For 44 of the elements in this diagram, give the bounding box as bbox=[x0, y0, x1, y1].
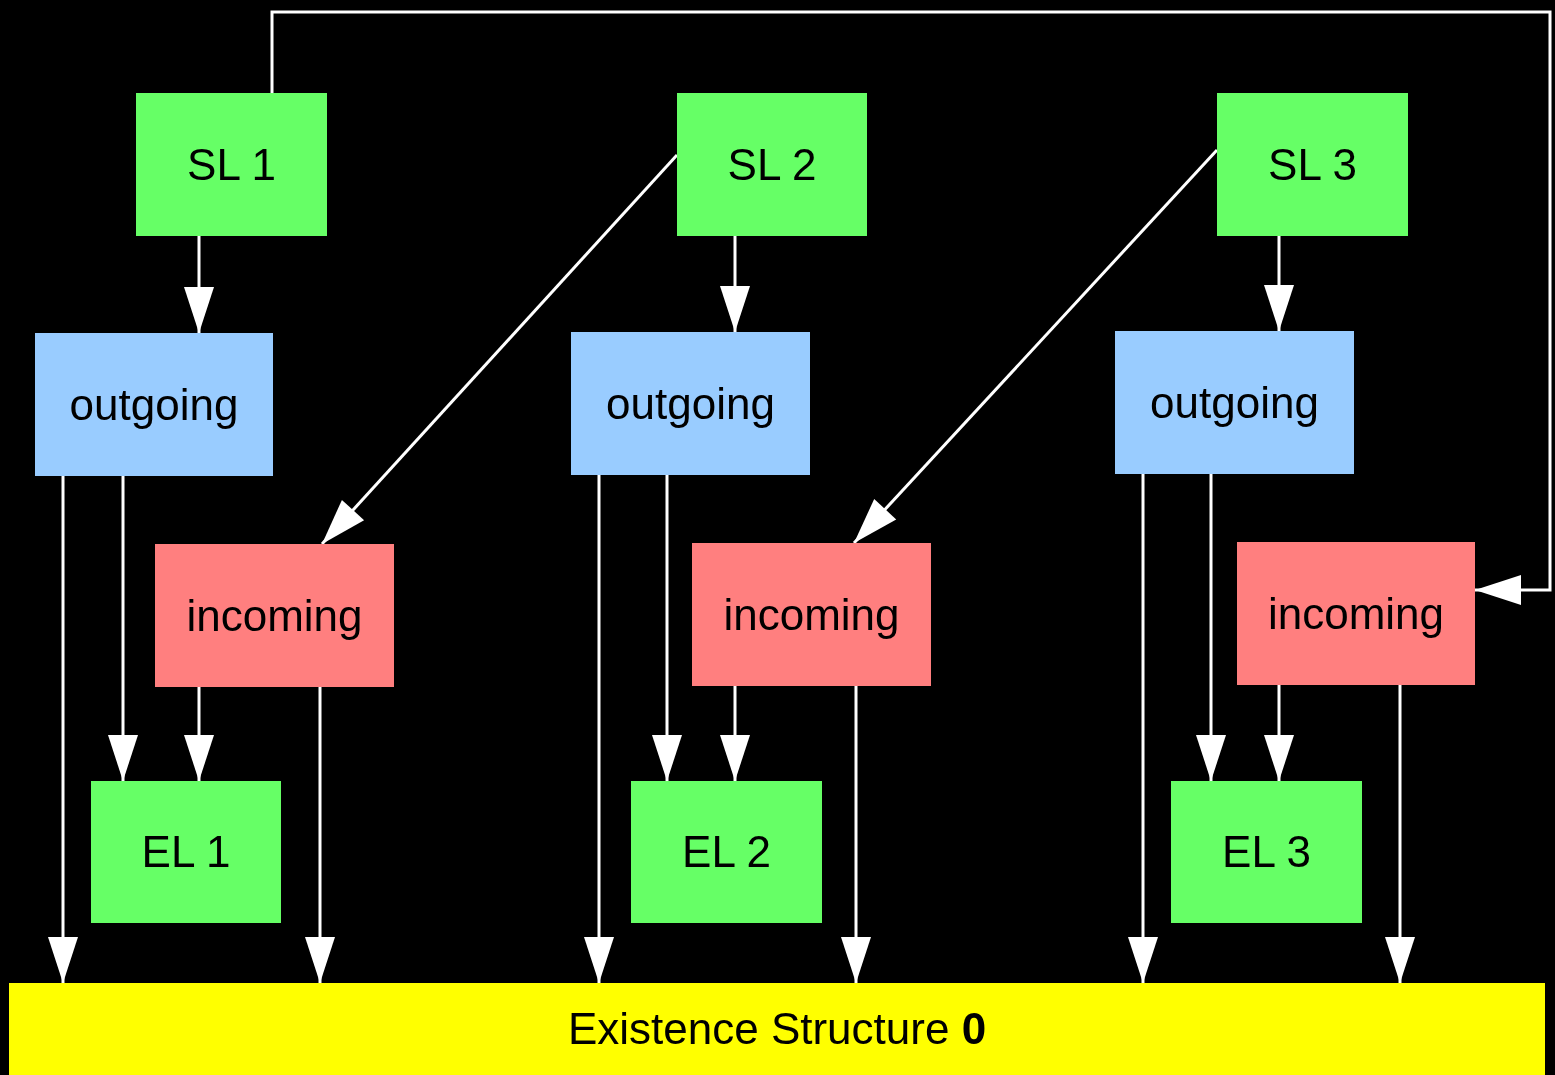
node-label: outgoing bbox=[1150, 377, 1319, 428]
arrow bbox=[305, 687, 335, 983]
incoming-box bbox=[155, 544, 394, 687]
outgoing-box bbox=[571, 332, 810, 475]
sl-box bbox=[1217, 93, 1408, 236]
arrow bbox=[108, 476, 138, 781]
node-label: EL 1 bbox=[141, 827, 231, 877]
arrow bbox=[1196, 474, 1226, 781]
node-label: incoming bbox=[1267, 588, 1445, 639]
incoming-box bbox=[692, 543, 931, 686]
arrow bbox=[270, 10, 1552, 605]
arrow bbox=[184, 236, 214, 333]
el-box bbox=[91, 781, 281, 923]
arrow bbox=[1128, 474, 1158, 983]
arrow bbox=[320, 154, 679, 545]
arrow bbox=[184, 687, 214, 781]
node-label: EL 3 bbox=[1222, 827, 1311, 877]
node-label: SL 2 bbox=[727, 139, 817, 190]
node-label: EL 2 bbox=[682, 827, 771, 877]
sl-box bbox=[677, 93, 867, 236]
arrow bbox=[720, 686, 750, 781]
node-label: SL 1 bbox=[187, 139, 276, 190]
node-label: incoming bbox=[723, 589, 900, 640]
arrow bbox=[584, 475, 614, 983]
incoming-box bbox=[1237, 542, 1475, 685]
arrow bbox=[1385, 685, 1415, 983]
node-label: Existence Structure 0 bbox=[567, 1004, 987, 1054]
arrow bbox=[841, 686, 871, 983]
arrow bbox=[852, 149, 1219, 544]
arrow bbox=[48, 476, 78, 983]
el-box bbox=[1171, 781, 1362, 923]
el-box bbox=[631, 781, 822, 923]
node-label: outgoing bbox=[606, 378, 775, 429]
outgoing-box bbox=[1115, 331, 1354, 474]
sl-box bbox=[136, 93, 327, 236]
node-label: SL 3 bbox=[1268, 139, 1357, 190]
node-label: outgoing bbox=[69, 379, 239, 430]
arrow bbox=[720, 236, 750, 332]
arrow bbox=[652, 475, 682, 781]
arrow bbox=[1264, 685, 1294, 781]
node-label: incoming bbox=[186, 590, 363, 641]
arrow bbox=[1264, 236, 1294, 331]
existence-structure-bar bbox=[9, 983, 1545, 1075]
outgoing-box bbox=[35, 333, 273, 476]
